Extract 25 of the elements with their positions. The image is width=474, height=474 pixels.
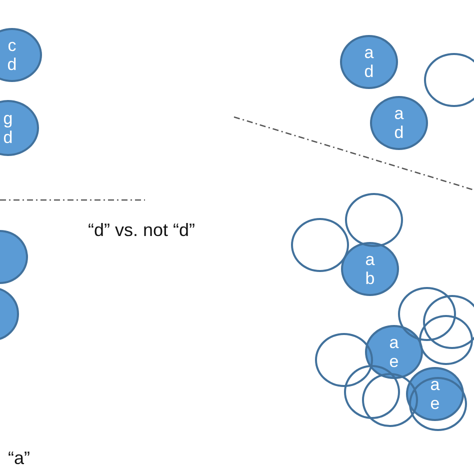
node-letter: d [364, 62, 374, 81]
node-letter: d [3, 128, 13, 147]
outline-circle [409, 377, 467, 431]
node-letter: e [389, 352, 399, 371]
node-letter: b [365, 269, 375, 288]
node-letter: a [364, 43, 374, 62]
node-letter: e [430, 394, 440, 413]
outline-circle [423, 295, 474, 349]
node-letter: a [430, 375, 440, 394]
node-letter: a [389, 333, 399, 352]
outline-circle [315, 333, 373, 387]
node-letter: c [8, 36, 16, 55]
node-letter: a [394, 104, 404, 123]
outline-circle [419, 315, 473, 365]
annotation-text: “d” vs. not “d” [88, 220, 196, 241]
node-letter: d [394, 123, 404, 142]
annotation-text: “a” [8, 448, 30, 469]
node-letter: a [365, 250, 375, 269]
filled-circle [406, 367, 464, 421]
filled-circle [365, 325, 423, 379]
outline-circle [424, 53, 474, 107]
node-letter: g [3, 109, 13, 128]
outline-circle [362, 373, 418, 427]
filled-circle [0, 28, 42, 82]
node-letter: d [7, 55, 17, 74]
